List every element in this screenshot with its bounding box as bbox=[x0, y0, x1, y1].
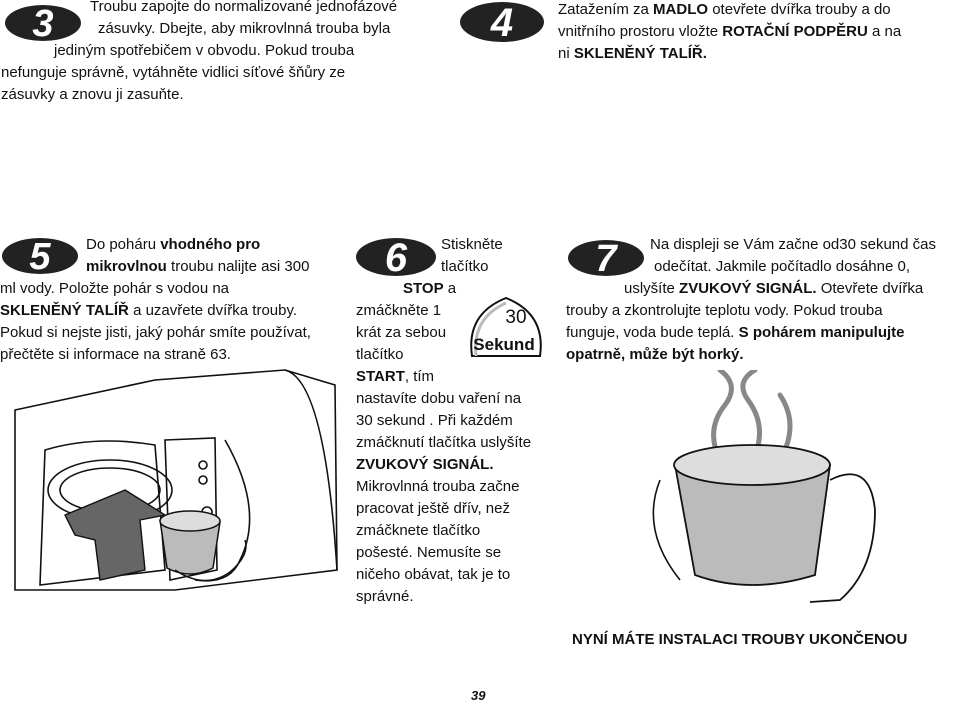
step-6-badge: 6 bbox=[356, 236, 436, 278]
step-3-line: zásuvky a znovu ji zasuňte. bbox=[1, 86, 184, 103]
final-note: NYNÍ MÁTE INSTALACI TROUBY UKONČENOU bbox=[572, 631, 908, 648]
step-3-line: zásuvky. Dbejte, aby mikrovlnná trouba b… bbox=[98, 20, 391, 37]
30-sekund-button-icon: 30 Sekund bbox=[470, 296, 542, 357]
step-6-line: 30 sekund . Při každém bbox=[356, 412, 513, 429]
step-6-line: zmáčknete tlačítko bbox=[356, 522, 481, 539]
step-7-line: uslyšíte ZVUKOVÝ SIGNÁL. Otevřete dvířka bbox=[624, 280, 924, 297]
step-6-line: pošesté. Nemusíte se bbox=[356, 544, 502, 561]
step-4-line: vnitřního prostoru vložte ROTAČNÍ PODPĚR… bbox=[558, 23, 902, 40]
step-5-line: přečtěte si informace na straně 63. bbox=[0, 346, 231, 363]
step-3-line: Troubu zapojte do normalizované jednofáz… bbox=[90, 0, 398, 15]
step-5-line: ml vody. Položte pohár s vodou na bbox=[0, 280, 230, 297]
step-4-badge: 4 bbox=[460, 1, 544, 44]
step-7-line: funguje, voda bude teplá. S pohárem mani… bbox=[566, 324, 905, 341]
step-6-line: ničeho obávat, tak je to bbox=[356, 566, 511, 583]
step-7-line: odečítat. Jakmile počítadlo dosáhne 0, bbox=[654, 258, 910, 275]
step-6-line: ZVUKOVÝ SIGNÁL. bbox=[356, 456, 494, 473]
step-6-number: 6 bbox=[385, 236, 408, 278]
step-6-line: tlačítko bbox=[356, 346, 404, 363]
step-6-line: správné. bbox=[356, 588, 414, 605]
step-6-line: nastavíte dobu vaření na bbox=[356, 390, 522, 407]
step-5-badge: 5 bbox=[2, 236, 78, 276]
step-6-line: pracovat ještě dřív, než bbox=[356, 500, 510, 517]
step-3-line: nefunguje správně, vytáhněte vidlici síť… bbox=[1, 64, 346, 81]
step-4-line: Zatažením za MADLO otevřete dvířka troub… bbox=[558, 1, 891, 18]
step-3-line: jediným spotřebičem v obvodu. Pokud trou… bbox=[54, 42, 355, 59]
step-6-line: Stiskněte bbox=[441, 236, 503, 253]
microwave-illustration bbox=[14, 369, 338, 591]
step-3-text: Troubu zapojte do normalizované jednofáz… bbox=[0, 0, 440, 106]
step-3-number: 3 bbox=[32, 3, 53, 43]
step-4-number: 4 bbox=[490, 1, 513, 44]
step-7-line: Na displeji se Vám začne od30 sekund čas bbox=[650, 236, 936, 253]
step-4-text: Zatažením za MADLO otevřete dvířka troub… bbox=[558, 0, 958, 65]
step-6-line: zmáčknutí tlačítka uslyšíte bbox=[356, 434, 532, 451]
step-6-line: zmáčkněte 1 bbox=[356, 302, 442, 319]
step-7-badge: 7 bbox=[568, 238, 644, 278]
step-4-line: ni SKLENĚNÝ TALÍŘ. bbox=[558, 45, 707, 62]
step-6-line: krát za sebou bbox=[356, 324, 447, 341]
step-5-text: Do poháru vhodného pro mikrovlnou troubu… bbox=[0, 234, 345, 366]
step-7-number: 7 bbox=[595, 238, 618, 278]
step-6-line: Mikrovlnná trouba začne bbox=[356, 478, 520, 495]
30-sekund-label: Sekund bbox=[473, 335, 534, 354]
step-5-line: mikrovlnou troubu nalijte asi 300 bbox=[86, 258, 310, 275]
step-7-text: Na displeji se Vám začne od30 sekund čas… bbox=[566, 234, 958, 366]
step-6-line: tlačítko bbox=[441, 258, 489, 275]
step-7-line: trouby a zkontrolujte teplotu vody. Poku… bbox=[566, 302, 883, 319]
step-7-line: opatrně, může být horký. bbox=[566, 346, 744, 363]
step-6-line: START, tím bbox=[356, 368, 435, 385]
steaming-cup-illustration bbox=[652, 370, 876, 603]
step-5-line: Do poháru vhodného pro bbox=[86, 236, 261, 253]
30-sekund-number: 30 bbox=[505, 307, 526, 328]
step-5-number: 5 bbox=[29, 236, 51, 276]
step-5-line: Pokud si nejste jisti, jaký pohár smíte … bbox=[0, 324, 311, 341]
step-6-line: STOP a bbox=[403, 280, 457, 297]
step-3-badge: 3 bbox=[5, 3, 81, 43]
step-5-line: SKLENĚNÝ TALÍŘ a uzavřete dvířka trouby. bbox=[0, 302, 298, 319]
step-6-text: Stiskněte tlačítko STOP a zmáčkněte 1 kr… bbox=[356, 234, 556, 608]
page-number: 39 bbox=[471, 688, 486, 703]
